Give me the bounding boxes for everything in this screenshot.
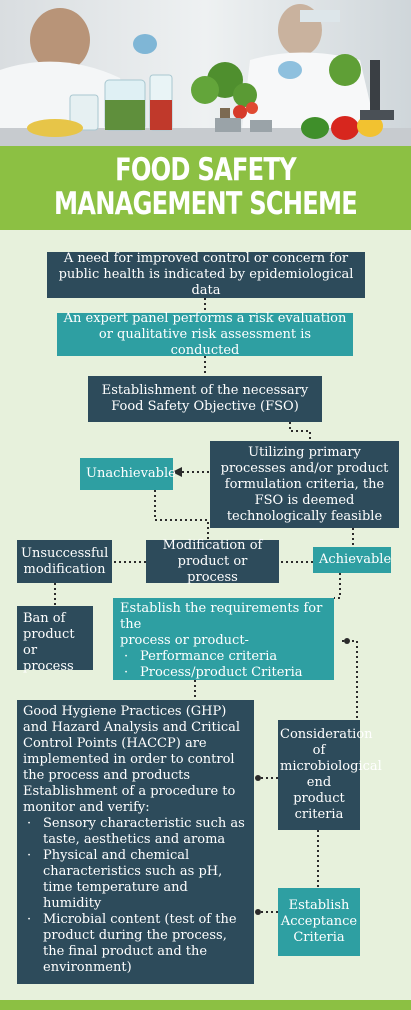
node-consideration-line-2: of bbox=[312, 743, 326, 758]
page-title-line-2: MANAGEMENT SCHEME bbox=[53, 186, 358, 222]
node-consideration-line-1: Consideration bbox=[280, 727, 373, 742]
requirements-item: Process/product Criteria bbox=[120, 665, 327, 681]
connector-achievable-requirements bbox=[334, 573, 341, 599]
title-banner: FOOD SAFETY MANAGEMENT SCHEME bbox=[0, 146, 411, 230]
node-unsuccessful-line-1: Unsuccessful bbox=[21, 545, 109, 561]
ghp-monitor-list: Sensory characteristic such as taste, ae… bbox=[23, 816, 248, 976]
node-utilizing-feasible-text: Utilizing primary processes and/or produ… bbox=[220, 444, 389, 524]
connector-unachievable-modification bbox=[154, 490, 209, 540]
node-requirements-heading-2: process or product- bbox=[120, 633, 249, 648]
node-acceptance-line-1: Establish bbox=[288, 898, 350, 913]
node-fso-line-1: Establishment of the necessary bbox=[101, 383, 309, 398]
node-consideration: Consideration of microbiological end pro… bbox=[278, 720, 382, 830]
node-modification: Modification of product or process bbox=[146, 537, 279, 585]
junction-dot-consideration bbox=[255, 775, 261, 781]
junction-dot-acceptance bbox=[255, 909, 261, 915]
node-unachievable-text: Unachievable bbox=[86, 466, 176, 481]
node-ghp-intro: Good Hygiene Practices (GHP) and Hazard … bbox=[23, 704, 241, 815]
node-unsuccessful-line-2: modification bbox=[23, 561, 106, 577]
node-fso-line-2: Food Safety Objective (FSO) bbox=[111, 399, 299, 414]
node-consideration-line-5: criteria bbox=[294, 807, 344, 822]
ghp-monitor-item: Sensory characteristic such as taste, ae… bbox=[23, 816, 248, 848]
connector-fso-utilizing bbox=[289, 422, 311, 441]
node-need-text: A need for improved control or concern f… bbox=[58, 251, 354, 298]
node-fso: Establishment of the necessary Food Safe… bbox=[88, 376, 322, 422]
node-ghp-haccp: Good Hygiene Practices (GHP) and Hazard … bbox=[17, 700, 254, 984]
node-expert-panel: An expert panel performs a risk evaluati… bbox=[57, 310, 353, 358]
node-acceptance-line-2: Acceptance bbox=[280, 914, 358, 929]
arrowhead-unachievable bbox=[172, 467, 182, 477]
node-acceptance-criteria: Establish Acceptance Criteria bbox=[278, 888, 360, 956]
node-need: A need for improved control or concern f… bbox=[47, 251, 365, 298]
header-photo bbox=[0, 0, 411, 146]
requirements-list: Performance criteria Process/product Cri… bbox=[120, 649, 327, 681]
node-ban-line-2: product or bbox=[23, 627, 75, 658]
node-modification-line-1: Modification of bbox=[162, 537, 263, 553]
node-unachievable: Unachievable bbox=[80, 458, 176, 490]
node-utilizing-feasible: Utilizing primary processes and/or produ… bbox=[210, 441, 399, 528]
footer-bar bbox=[0, 1000, 411, 1010]
node-consideration-line-3: microbiological bbox=[280, 759, 382, 774]
scientist-head bbox=[30, 8, 90, 72]
node-ban-line-3: process bbox=[23, 659, 74, 674]
node-requirements-heading-1: Establish the requirements for the bbox=[120, 601, 323, 632]
node-modification-line-2: product or process bbox=[177, 553, 248, 585]
node-achievable: Achievable bbox=[313, 547, 391, 573]
node-achievable-text: Achievable bbox=[319, 552, 392, 567]
connector-requirements-consideration bbox=[342, 640, 358, 720]
ghp-monitor-item: Microbial content (test of the product d… bbox=[23, 912, 248, 976]
lab-scene-illustration bbox=[0, 0, 411, 146]
page-title-line-1: FOOD SAFETY bbox=[115, 152, 296, 188]
requirements-item: Performance criteria bbox=[120, 649, 327, 665]
node-requirements: Establish the requirements for the proce… bbox=[113, 598, 334, 681]
node-expert-panel-text: An expert panel performs a risk evaluati… bbox=[63, 310, 347, 358]
node-consideration-line-4: end product bbox=[293, 775, 345, 806]
node-acceptance-line-3: Criteria bbox=[293, 930, 345, 945]
ghp-monitor-item: Physical and chemical characteristics su… bbox=[23, 848, 248, 912]
node-ban-line-1: Ban of bbox=[23, 611, 66, 626]
node-ban: Ban of product or process bbox=[17, 606, 93, 674]
node-unsuccessful-modification: Unsuccessful modification bbox=[17, 540, 112, 583]
junction-dot-requirements bbox=[344, 638, 350, 644]
